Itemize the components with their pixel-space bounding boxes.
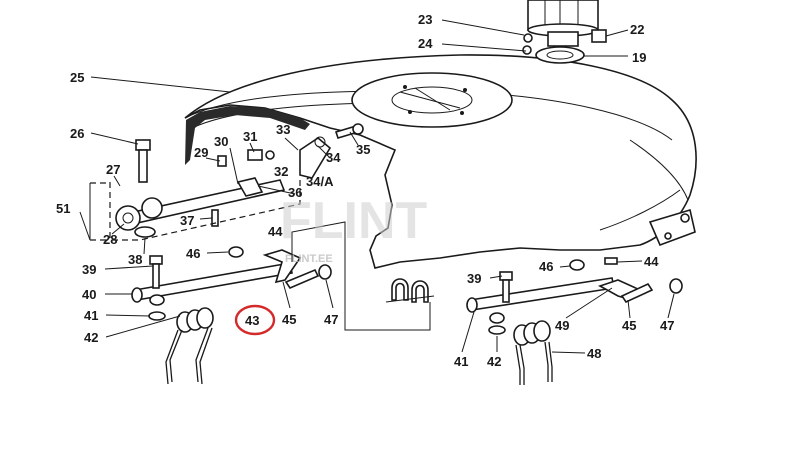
label-29: 29: [194, 145, 208, 160]
label-30: 30: [214, 134, 228, 149]
deck-hub-ring: [351, 72, 513, 128]
torsion-spring-43: [165, 307, 214, 385]
highlight-circle: [234, 304, 276, 336]
label-41-left: 41: [84, 308, 98, 323]
label-35: 35: [356, 142, 370, 157]
label-43: 43: [245, 313, 259, 328]
label-28: 28: [103, 232, 117, 247]
label-49: 49: [555, 318, 569, 333]
label-40: 40: [82, 287, 96, 302]
label-46-right: 46: [539, 259, 553, 274]
label-38: 38: [128, 252, 142, 267]
label-39-right: 39: [467, 271, 481, 286]
torsion-spring-48: [513, 320, 553, 385]
label-47-left: 47: [324, 312, 338, 327]
label-45-right: 45: [622, 318, 636, 333]
label-19: 19: [632, 50, 646, 65]
label-26: 26: [70, 126, 84, 141]
leader-lines: [90, 19, 675, 354]
label-23: 23: [418, 12, 432, 27]
washer-19: [535, 46, 585, 64]
label-44-right: 44: [644, 254, 659, 269]
label-25: 25: [70, 70, 84, 85]
axle-bar-49: [469, 277, 615, 311]
washer-24: [522, 45, 532, 55]
label-41-right: 41: [454, 354, 468, 369]
watermark-url: FLINT.EE: [285, 253, 333, 265]
label-36: 36: [288, 185, 302, 200]
label-37: 37: [180, 213, 194, 228]
watermark-logo: FLINT: [280, 192, 428, 250]
label-24: 24: [418, 36, 433, 51]
label-22: 22: [630, 22, 644, 37]
label-32: 32: [274, 164, 288, 179]
motor-assembly: [522, 0, 607, 64]
left-axle-assembly: [115, 123, 364, 385]
label-42-right: 42: [487, 354, 501, 369]
mower-deck: [184, 54, 697, 269]
label-31: 31: [243, 129, 257, 144]
label-33: 33: [276, 122, 290, 137]
label-51: 51: [56, 201, 70, 216]
label-27: 27: [106, 162, 120, 177]
bolt-23: [523, 33, 533, 43]
part-labels: 23 22 24 19 25 26 27 29 30 31 32 33 34 3…: [56, 12, 674, 369]
group-outline-51: [79, 180, 301, 241]
label-47-right: 47: [660, 318, 674, 333]
label-44-left: 44: [268, 224, 283, 239]
label-39-left: 39: [82, 262, 96, 277]
watermark: FLINT FLINT.EE: [280, 192, 428, 265]
label-48: 48: [587, 346, 601, 361]
label-34: 34: [326, 150, 341, 165]
label-42-left: 42: [84, 330, 98, 345]
deck-skirt: [185, 106, 310, 165]
center-hanger: [385, 278, 435, 303]
label-45-left: 45: [282, 312, 296, 327]
right-axle-assembly: [466, 257, 683, 385]
label-46-left: 46: [186, 246, 200, 261]
label-34a: 34/A: [306, 174, 334, 189]
nut-22: [591, 29, 607, 43]
